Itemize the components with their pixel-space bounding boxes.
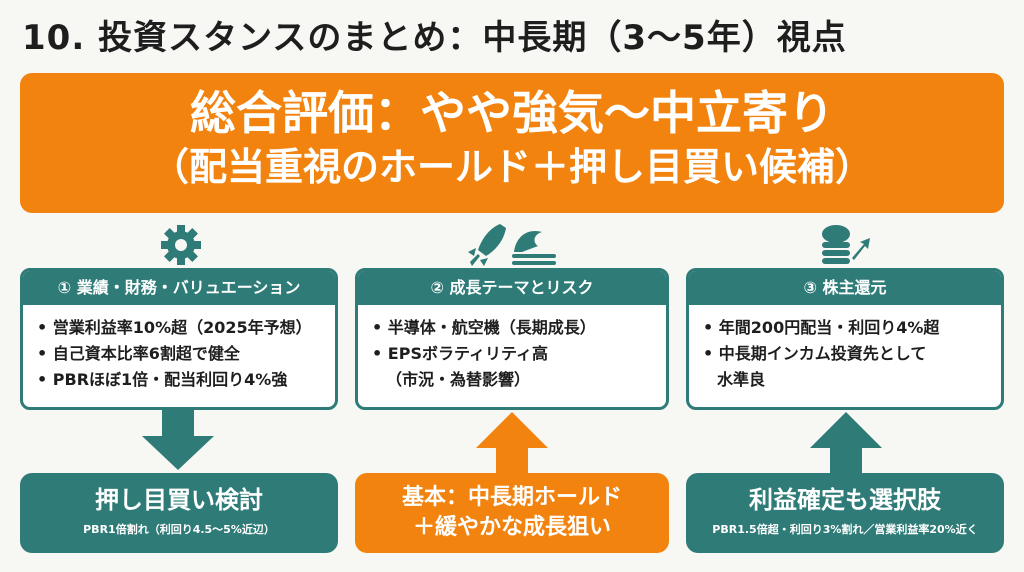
outcome-title: 基本：中長期ホールド: [401, 485, 622, 510]
card-header: ② 成長テーマとリスク: [358, 271, 666, 305]
outcome-buy-on-dip: 押し目買い検討 PBR1倍割れ（利回り4.5〜5%近辺）: [20, 473, 338, 553]
outcome-hold: 基本：中長期ホールド ＋緩やかな成長狙い: [355, 473, 669, 553]
page-title: 10. 投資スタンスのまとめ：中長期（3〜5年）視点: [22, 18, 847, 58]
card-shareholder-returns: ③ 株主還元 年間200円配当・利回り4%超 中長期インカム投資先として 水準良: [686, 268, 1004, 410]
rocket-wave-icon: [468, 224, 556, 266]
list-item: （市況・為替影響）: [386, 370, 531, 389]
list-item: 自己資本比率6割超で健全: [37, 341, 335, 367]
up-arrow-icon: [476, 412, 548, 474]
outcome-take-profit: 利益確定も選択肢 PBR1.5倍超・利回り3%割れ／営業利益率20%近く: [686, 473, 1004, 553]
outcome-condition: PBR1.5倍超・利回り3%割れ／営業利益率20%近く: [712, 523, 978, 536]
overall-rating-banner: 総合評価：やや強気〜中立寄り （配当重視のホールド＋押し目買い候補）: [20, 73, 1004, 213]
outcome-title: 利益確定も選択肢: [749, 486, 941, 514]
up-arrow-icon: [810, 412, 882, 474]
card-header: ③ 株主還元: [689, 271, 1001, 305]
list-item: 年間200円配当・利回り4%超: [703, 315, 1001, 341]
card-header: ① 業績・財務・バリュエーション: [23, 271, 335, 305]
list-item: 半導体・航空機（長期成長）: [372, 315, 666, 341]
rating-line-1: 総合評価：やや強気〜中立寄り: [190, 86, 834, 140]
outcome-condition: PBR1倍割れ（利回り4.5〜5%近辺）: [83, 523, 275, 536]
outcome-title: 押し目買い検討: [95, 486, 263, 514]
card-growth-risk: ② 成長テーマとリスク 半導体・航空機（長期成長） EPSボラティリティ高 （市…: [355, 268, 669, 410]
list-item: 営業利益率10%超（2025年予想）: [37, 315, 335, 341]
down-arrow-icon: [142, 410, 214, 470]
card-performance-finance-valuation: ① 業績・財務・バリュエーション 営業利益率10%超（2025年予想） 自己資本…: [20, 268, 338, 410]
list-item: EPSボラティリティ高: [372, 341, 666, 367]
outcome-subtitle: ＋緩やかな成長狙い: [412, 515, 611, 540]
list-item: 水準良: [717, 370, 766, 389]
gear-icon: [161, 225, 201, 265]
rating-line-2: （配当重視のホールド＋押し目買い候補）: [150, 145, 873, 189]
list-item: PBRほぼ1倍・配当利回り4%強: [37, 367, 335, 393]
coins-arrow-icon: [822, 225, 870, 264]
list-item: 中長期インカム投資先として: [703, 341, 1001, 367]
